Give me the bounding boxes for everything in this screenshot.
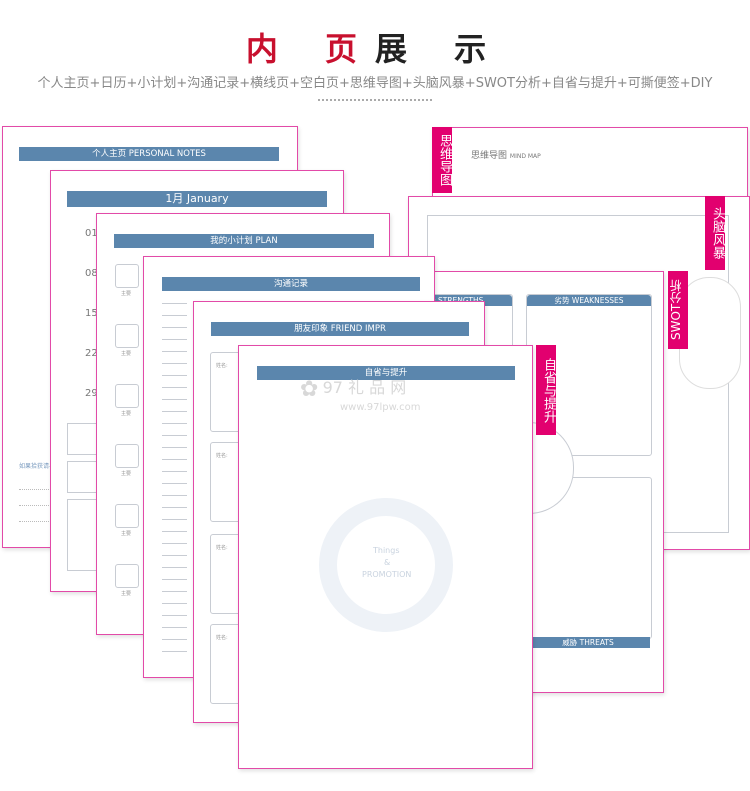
swot-strengths-header: 优势 STRENGTHS [392, 295, 512, 306]
ruled-line [162, 567, 187, 568]
ruled-line [162, 519, 187, 520]
ruled-line [162, 471, 187, 472]
calendar-bar: 1月 January [67, 191, 327, 207]
swot-threats-header: 威胁 THREATS [526, 637, 650, 648]
calendar-date: 01 [85, 228, 98, 239]
ruled-line [162, 351, 187, 352]
ruled-line [162, 483, 187, 484]
plan-item-label: 主要 [121, 411, 132, 417]
personal-line [19, 521, 49, 522]
plan-item-box [115, 504, 139, 528]
ruled-line [162, 615, 187, 616]
subtitle: 个人主页+日历+小计划+沟通记录+横线页+空白页+思维导图+头脑风暴+SWOT分… [37, 76, 713, 91]
ruled-line [162, 399, 187, 400]
reflect-circle-mid: & [384, 558, 391, 567]
plan-item-box [115, 264, 139, 288]
tag-reflect: 自省与提升 [536, 345, 556, 435]
ruled-line [162, 303, 187, 304]
plan-item-label: 主要 [121, 351, 132, 357]
brainstorm-hexagon [679, 277, 741, 389]
tag-mindmap: 思维导图 [432, 127, 452, 193]
plan-item-box [115, 384, 139, 408]
title-red: 内 页 [245, 30, 375, 68]
title-black: 展 示 [375, 30, 505, 68]
plan-item-label: 主要 [121, 471, 132, 477]
personal-line [19, 489, 49, 490]
calendar-date: 22 [85, 348, 98, 359]
ruled-line [162, 543, 187, 544]
calendar-date: 29 [85, 388, 98, 399]
communication-bar: 沟通记录 [162, 277, 420, 291]
ruled-line [162, 435, 187, 436]
ruled-line [162, 339, 187, 340]
ruled-line [162, 591, 187, 592]
ruled-line [162, 507, 187, 508]
tag-swot: SWOT分析 [668, 271, 688, 349]
plan-item-box [115, 564, 139, 588]
reflect-bar: 自省与提升 [257, 366, 515, 380]
reflect-circle-center: Things [373, 546, 400, 555]
ruled-line [162, 375, 187, 376]
ruled-line [162, 579, 187, 580]
plan-item-label: 主要 [121, 591, 132, 597]
ruled-line [162, 651, 187, 652]
title-divider [318, 99, 432, 101]
plan-item-box [115, 444, 139, 468]
plan-bar: 我的小计划 PLAN [114, 234, 374, 248]
watermark-logo-icon: ✿ [300, 377, 319, 402]
friend-name-label: 姓名: [216, 363, 228, 369]
ruled-line [162, 387, 187, 388]
ruled-line [162, 327, 187, 328]
plan-item-label: 主要 [121, 291, 132, 297]
personal-bar: 个人主页 PERSONAL NOTES [19, 147, 279, 161]
ruled-line [162, 627, 187, 628]
reflect-circle [319, 498, 453, 632]
friend-name-label: 姓名: [216, 635, 228, 641]
personal-line [19, 505, 49, 506]
friend-name-label: 姓名: [216, 453, 228, 459]
ruled-line [162, 423, 187, 424]
swot-weaknesses-header: 劣势 WEAKNESSES [527, 295, 651, 306]
ruled-line [162, 495, 187, 496]
plan-item-box [115, 324, 139, 348]
tag-brainstorm: 头脑风暴 [705, 196, 725, 270]
mindmap-title: 思维导图 MIND MAP [471, 151, 541, 161]
watermark: ✿ 97 礼 品 网 www.97lpw.com [300, 374, 420, 413]
ruled-line [162, 459, 187, 460]
personal-note: 如果拾获请与我联系 [19, 463, 74, 470]
page-reflect: 自省与提升 Things & PROMOTION [238, 345, 533, 769]
ruled-line [162, 531, 187, 532]
ruled-line [162, 555, 187, 556]
calendar-date: 08 [85, 268, 98, 279]
ruled-line [162, 603, 187, 604]
plan-item-label: 主要 [121, 531, 132, 537]
ruled-line [162, 639, 187, 640]
reflect-circle-sub: PROMOTION [362, 570, 412, 579]
page-title: 内 页展 示 [0, 24, 750, 70]
ruled-line [162, 411, 187, 412]
friend-bar: 朋友印象 FRIEND IMPR [211, 322, 469, 336]
ruled-line [162, 315, 187, 316]
friend-name-label: 姓名: [216, 545, 228, 551]
ruled-line [162, 447, 187, 448]
calendar-date: 15 [85, 308, 98, 319]
ruled-line [162, 363, 187, 364]
watermark-url: www.97lpw.com [340, 402, 421, 413]
swot-threats-box: 威胁 THREATS [526, 637, 650, 682]
watermark-text: 97 礼 品 网 [322, 378, 407, 397]
